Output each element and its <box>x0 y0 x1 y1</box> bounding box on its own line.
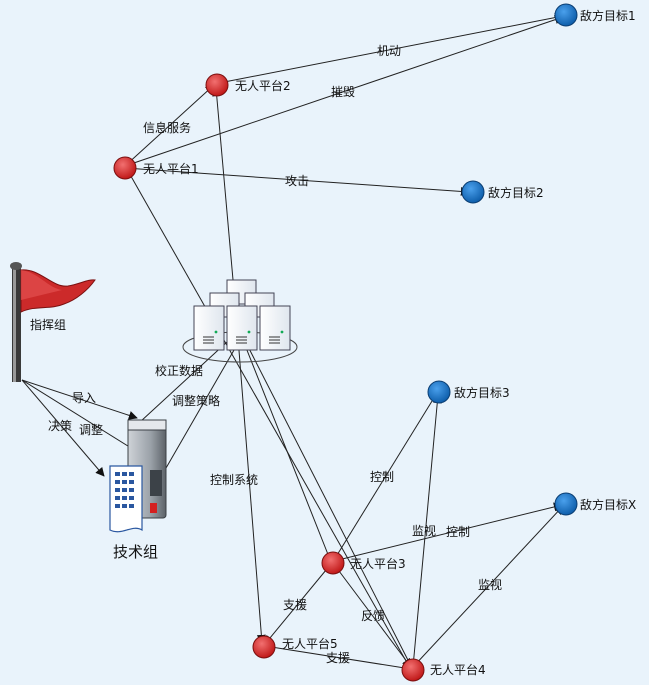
uav-platform-4-label: 无人平台4 <box>430 662 486 677</box>
enemy-node-icon <box>554 3 578 27</box>
edge-uav4-enemy3 <box>412 394 442 668</box>
label-control-system: 控制系统 <box>210 473 258 487</box>
edge-uav4-enemyX <box>412 505 564 668</box>
label-calibrate: 校正数据 <box>155 363 203 378</box>
uav-platform-2-label: 无人平台2 <box>235 78 291 93</box>
label-import: 导入 <box>72 391 96 405</box>
edge-uav1-uav2 <box>124 84 215 167</box>
label-maneuver: 机动 <box>377 44 401 58</box>
tech-group[interactable]: 技术组 <box>109 419 167 561</box>
edge-cmd-tech-import <box>21 379 138 420</box>
uav-platform-5-label: 无人平台5 <box>282 636 338 651</box>
label-feedback: 反馈 <box>361 609 385 623</box>
label-support-uav3: 支援 <box>283 598 307 612</box>
uav-platform-1-label: 无人平台1 <box>143 161 199 176</box>
edge-cmd-tech-decide <box>21 379 105 477</box>
edge-uav3-enemy3 <box>333 392 438 561</box>
uav-node-icon <box>321 551 345 575</box>
enemy-target-x[interactable]: 敌方目标X <box>554 492 636 516</box>
uav-node-icon <box>252 635 276 659</box>
uav-platform-5[interactable]: 无人平台5 <box>252 635 338 659</box>
enemy-target-1-label: 敌方目标1 <box>580 8 636 23</box>
command-label: 指挥组 <box>30 317 66 332</box>
edge-uav3-uav5 <box>264 563 332 645</box>
edges <box>21 13 564 673</box>
enemy-node-icon <box>554 492 578 516</box>
command-group[interactable]: 指挥组 <box>10 262 96 382</box>
edge-tech-server-strategy <box>161 330 246 476</box>
label-destroy: 摧毁 <box>331 84 355 99</box>
edge-uav3-uav4 <box>332 562 412 668</box>
enemy-target-1[interactable]: 敌方目标1 <box>554 3 636 27</box>
flag-icon <box>10 262 96 382</box>
enemy-target-2-label: 敌方目标2 <box>488 185 544 200</box>
label-info-service: 信息服务 <box>143 120 191 135</box>
edge-uav1-uav4 <box>127 170 411 669</box>
uav-platform-2[interactable]: 无人平台2 <box>205 73 291 97</box>
label-adjust: 调整 <box>79 422 103 437</box>
uav-platform-3-label: 无人平台3 <box>350 556 406 571</box>
label-decide: 决策 <box>48 419 72 433</box>
edge-uav5-uav4 <box>264 645 412 673</box>
edge-server-uav5 <box>236 324 266 644</box>
tech-label: 技术组 <box>113 543 158 561</box>
uav-platform-4[interactable]: 无人平台4 <box>401 658 486 682</box>
enemy-node-icon <box>427 380 451 404</box>
server-cluster-icon[interactable] <box>182 279 298 363</box>
edge-uav1-enemy1 <box>124 15 564 167</box>
label-control-enemy3: 控制 <box>370 470 394 484</box>
edge-uav2-enemy1 <box>213 13 564 85</box>
label-control-enemyX: 控制 <box>446 525 470 539</box>
uav-node-icon <box>205 73 229 97</box>
label-support-uav5: 支援 <box>326 651 350 665</box>
computer-workstation-icon <box>109 419 167 533</box>
enemy-target-3[interactable]: 敌方目标3 <box>427 380 510 404</box>
edge-uav3-enemyX <box>333 502 563 562</box>
edge-server-uav3 <box>236 324 333 563</box>
enemy-target-2[interactable]: 敌方目标2 <box>461 180 544 204</box>
label-monitor-uav3: 监视 <box>412 523 436 538</box>
label-strategy: 调整策略 <box>172 393 220 408</box>
uav-node-icon <box>401 658 425 682</box>
enemy-target-x-label: 敌方目标X <box>580 497 636 512</box>
label-attack: 攻击 <box>285 174 309 188</box>
uav-platform-3[interactable]: 无人平台3 <box>321 551 406 575</box>
edge-labels: 机动 摧毁 信息服务 攻击 校正数据 调整策略 导入 决策 调整 控制系统 控制… <box>48 44 502 665</box>
edge-uav1-enemy2 <box>125 167 470 196</box>
enemy-target-3-label: 敌方目标3 <box>454 385 510 400</box>
label-monitor-uav4: 监视 <box>478 577 502 592</box>
uav-platform-1[interactable]: 无人平台1 <box>113 156 199 180</box>
edge-server-uav4 <box>236 324 413 669</box>
uav-node-icon <box>113 156 137 180</box>
enemy-node-icon <box>461 180 485 204</box>
